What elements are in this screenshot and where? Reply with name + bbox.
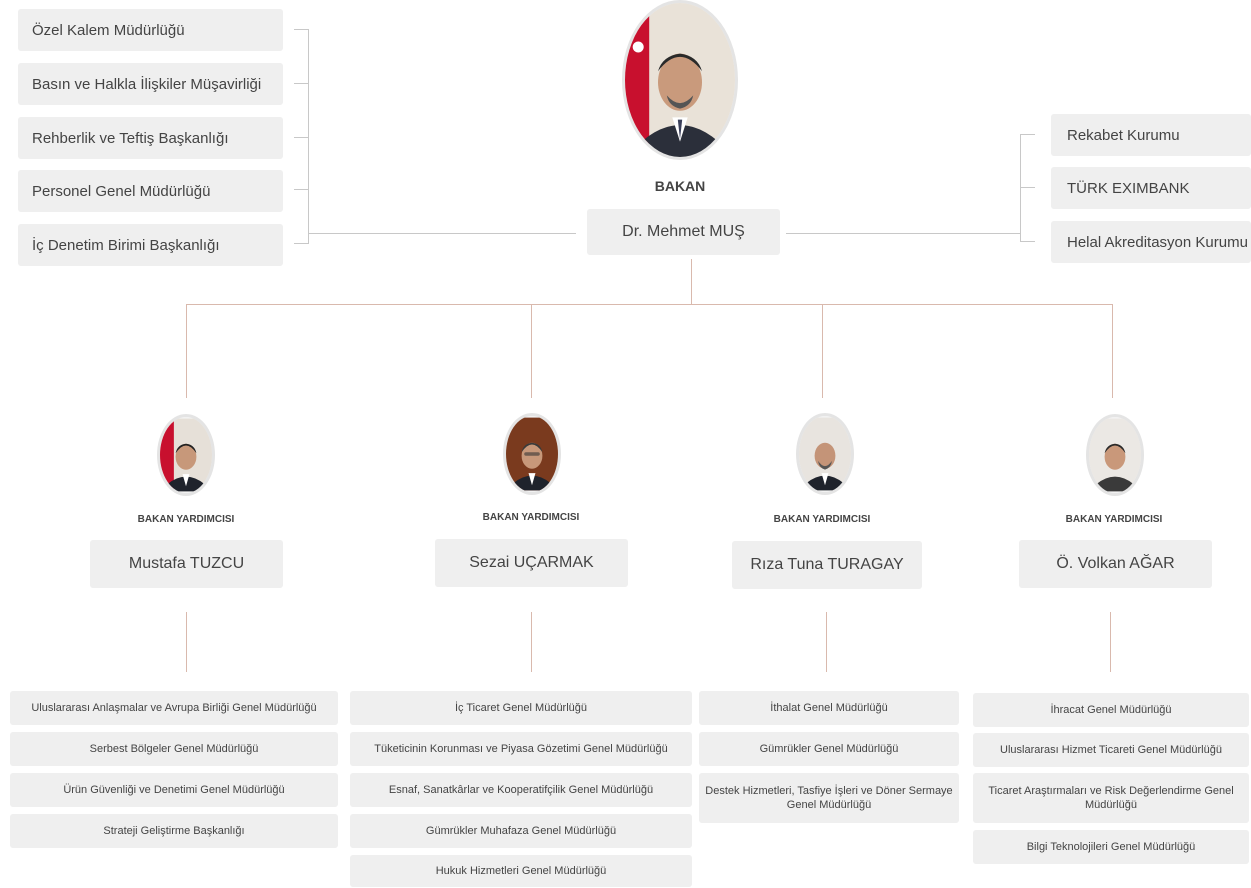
- deputy-name-box: Sezai UÇARMAK: [435, 539, 628, 587]
- unit-box: İthalat Genel Müdürlüğü: [699, 691, 959, 725]
- person-portrait-icon: [799, 417, 851, 491]
- left-bracket-tick: [294, 189, 309, 190]
- person-portrait-icon: [506, 417, 558, 491]
- left-unit-box: İç Denetim Birimi Başkanlığı: [18, 224, 283, 266]
- left-bracket-tick: [294, 29, 309, 30]
- minister-down-line: [691, 259, 692, 304]
- deputy-units-line: [531, 612, 532, 672]
- deputy-name-box: Ö. Volkan AĞAR: [1019, 540, 1212, 588]
- deputy-units-line: [1110, 612, 1111, 672]
- deputy-photo: [796, 413, 854, 495]
- deputy-drop-line: [531, 304, 532, 398]
- left-unit-box: Özel Kalem Müdürlüğü: [18, 9, 283, 51]
- minister-name-box: Dr. Mehmet MUŞ: [587, 209, 780, 255]
- unit-box: Esnaf, Sanatkârlar ve Kooperatifçilik Ge…: [350, 773, 692, 807]
- left-unit-box: Rehberlik ve Teftiş Başkanlığı: [18, 117, 283, 159]
- deputy-drop-line: [1112, 304, 1113, 398]
- unit-box: Ürün Güvenliği ve Denetimi Genel Müdürlü…: [10, 773, 338, 807]
- deputy-name-box: Rıza Tuna TURAGAY: [732, 541, 922, 589]
- unit-box: İç Ticaret Genel Müdürlüğü: [350, 691, 692, 725]
- unit-box: Uluslararası Anlaşmalar ve Avrupa Birliğ…: [10, 691, 338, 725]
- left-bracket-tick: [294, 137, 309, 138]
- unit-box: Serbest Bölgeler Genel Müdürlüğü: [10, 732, 338, 766]
- left-unit-box: Personel Genel Müdürlüğü: [18, 170, 283, 212]
- person-portrait-icon: [625, 3, 735, 157]
- deputy-photo: [157, 414, 215, 496]
- minister-photo: [622, 0, 738, 160]
- left-to-minister-line: [308, 233, 576, 234]
- unit-box: Ticaret Araştırmaları ve Risk Değerlendi…: [973, 773, 1249, 823]
- unit-box: Uluslararası Hizmet Ticareti Genel Müdür…: [973, 733, 1249, 767]
- deputy-title: BAKAN YARDIMCISI: [1065, 514, 1163, 525]
- deputy-units-line: [826, 612, 827, 672]
- unit-box: Hukuk Hizmetleri Genel Müdürlüğü: [350, 855, 692, 887]
- unit-box: Destek Hizmetleri, Tasfiye İşleri ve Dön…: [699, 773, 959, 823]
- unit-box: Tüketicinin Korunması ve Piyasa Gözetimi…: [350, 732, 692, 766]
- deputy-photo: [503, 413, 561, 495]
- right-unit-box: Helal Akreditasyon Kurumu: [1051, 221, 1251, 263]
- right-bracket-tick: [1020, 134, 1035, 135]
- right-bracket-tick: [1020, 187, 1035, 188]
- right-unit-box: Rekabet Kurumu: [1051, 114, 1251, 156]
- person-portrait-icon: [160, 418, 212, 492]
- deputy-units-line: [186, 612, 187, 672]
- deputy-bus-line: [186, 304, 1113, 305]
- deputy-title: BAKAN YARDIMCISI: [137, 514, 235, 525]
- right-to-minister-line: [786, 233, 1020, 234]
- right-bracket-tick: [1020, 241, 1035, 242]
- unit-box: Bilgi Teknolojileri Genel Müdürlüğü: [973, 830, 1249, 864]
- deputy-title: BAKAN YARDIMCISI: [482, 512, 580, 523]
- deputy-drop-line: [822, 304, 823, 398]
- unit-box: Strateji Geliştirme Başkanlığı: [10, 814, 338, 848]
- unit-box: Gümrükler Muhafaza Genel Müdürlüğü: [350, 814, 692, 848]
- left-bracket-tick: [294, 83, 309, 84]
- deputy-title: BAKAN YARDIMCISI: [773, 514, 871, 525]
- left-unit-box: Basın ve Halkla İlişkiler Müşavirliği: [18, 63, 283, 105]
- deputy-name-box: Mustafa TUZCU: [90, 540, 283, 588]
- deputy-photo: [1086, 414, 1144, 496]
- left-bracket-spine: [308, 29, 309, 243]
- unit-box: Gümrükler Genel Müdürlüğü: [699, 732, 959, 766]
- minister-title: BAKAN: [654, 178, 706, 194]
- person-portrait-icon: [1089, 418, 1141, 492]
- unit-box: İhracat Genel Müdürlüğü: [973, 693, 1249, 727]
- right-unit-box: TÜRK EXIMBANK: [1051, 167, 1251, 209]
- left-bracket-tick: [294, 243, 309, 244]
- deputy-drop-line: [186, 304, 187, 398]
